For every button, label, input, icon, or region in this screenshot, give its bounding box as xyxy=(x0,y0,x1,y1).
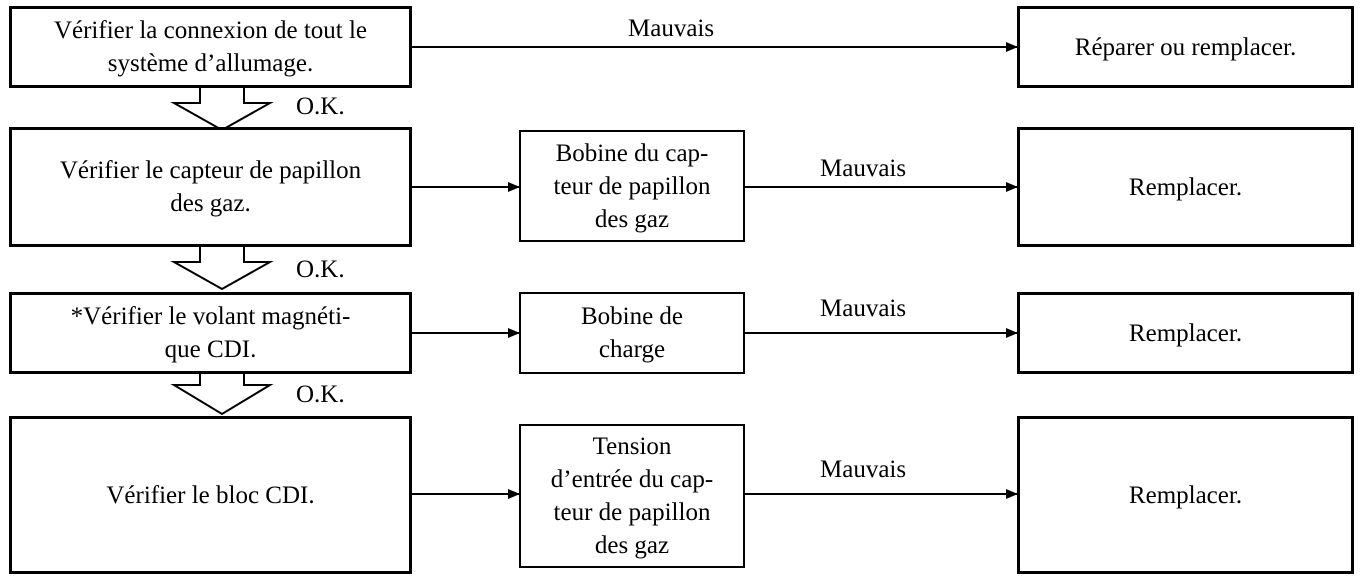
check-text-line: *Vérifier le volant magnéti- xyxy=(70,303,351,330)
check-cdi-unit-box: Vérifier le bloc CDI. xyxy=(9,416,412,574)
replace-box-row3: Remplacer. xyxy=(1017,292,1354,374)
mauvais-label-row1: Mauvais xyxy=(628,15,715,42)
check-text-line: des gaz. xyxy=(170,190,251,217)
check-text-line: Vérifier la connexion de tout le xyxy=(53,17,368,44)
replace-box-row2: Remplacer. xyxy=(1017,127,1354,247)
ok-label-2: O.K. xyxy=(296,256,345,283)
throttle-sensor-input-voltage-box: Tension d’entrée du cap- teur de papillo… xyxy=(519,424,745,568)
ok-label-1: O.K. xyxy=(296,93,345,120)
part-text-line: charge xyxy=(598,336,666,363)
check-text-line: que CDI. xyxy=(164,336,257,363)
part-text-line: des gaz xyxy=(594,205,670,233)
mauvais-label-row3: Mauvais xyxy=(820,295,907,322)
down-arrow-ok-1 xyxy=(170,88,274,132)
down-arrow-ok-3 xyxy=(170,374,274,416)
part-text-line: Tension xyxy=(592,433,672,460)
charge-coil-box: Bobine de charge xyxy=(519,292,745,374)
check-text-line: Vérifier le capteur de papillon xyxy=(59,157,362,184)
part-text-line: teur de papillon xyxy=(553,499,711,526)
mauvais-label-row4: Mauvais xyxy=(820,456,907,483)
down-arrow-ok-2 xyxy=(170,247,274,291)
throttle-sensor-coil-box: Bobine du cap- teur de papillon des gaz xyxy=(519,130,745,242)
part-text-line: teur de papillon xyxy=(553,172,711,200)
check-throttle-sensor-box: Vérifier le capteur de papillon des gaz. xyxy=(9,127,412,247)
check-cdi-magneto-box: *Vérifier le volant magnéti- que CDI. xyxy=(9,292,412,374)
part-text-line: des gaz xyxy=(594,532,670,559)
part-text-line: Bobine de xyxy=(580,303,684,330)
replace-box-row4: Remplacer. xyxy=(1017,416,1354,574)
part-text-line: d’entrée du cap- xyxy=(550,466,714,493)
check-text-line: système d’allumage. xyxy=(107,50,314,77)
check-ignition-connection-box: Vérifier la connexion de tout le système… xyxy=(9,6,412,88)
ok-label-3: O.K. xyxy=(296,381,345,408)
mauvais-label-row2: Mauvais xyxy=(820,155,907,182)
repair-or-replace-box: Réparer ou remplacer. xyxy=(1017,6,1354,88)
part-text-line: Bobine du cap- xyxy=(555,139,709,167)
